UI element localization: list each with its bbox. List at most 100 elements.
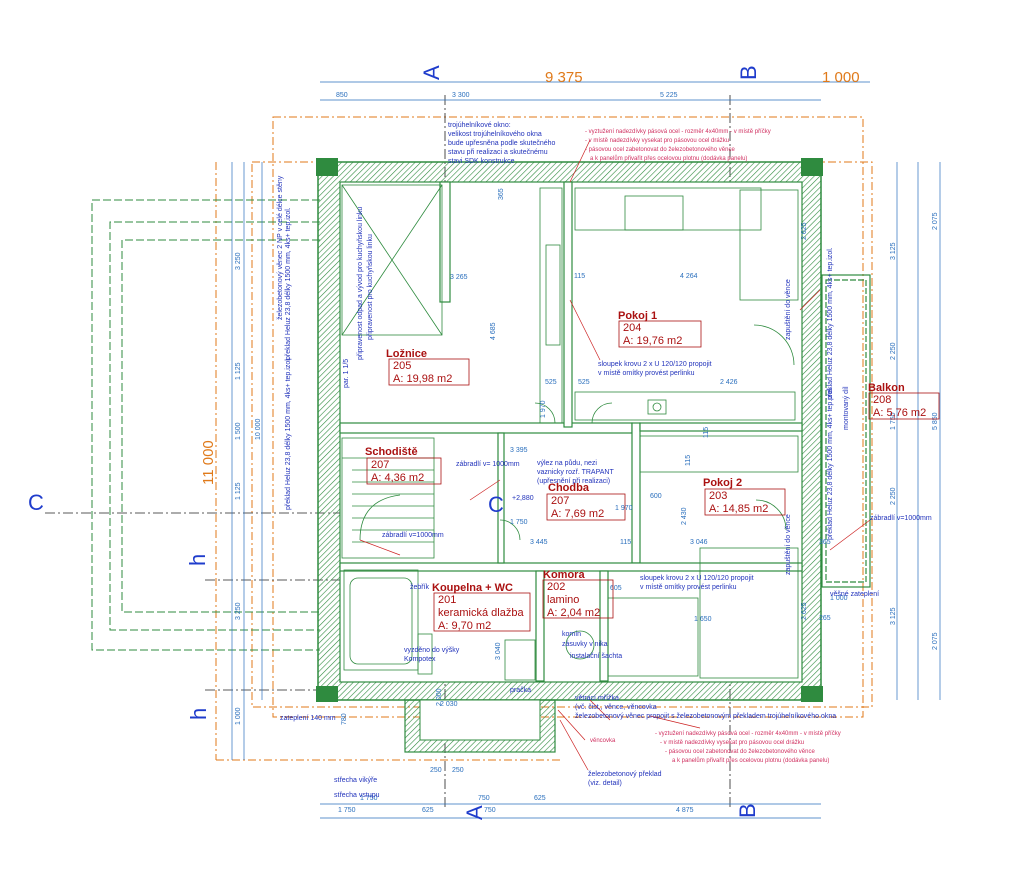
vent-note: větrací mřížka <box>575 695 619 702</box>
lintel-top-0: - vyztužení nadezdívky pásová ocel - roz… <box>585 129 771 135</box>
ring-beam-note: věncovka <box>590 738 616 744</box>
dim-left-2: 1 500 <box>235 422 242 440</box>
lintel-note: železobetonový překlad <box>588 771 662 778</box>
room-code: 204 <box>623 322 641 334</box>
drain-note: vyzděno do výšky <box>404 647 460 654</box>
stairs-rail-note: zábradlí v=1000mm <box>382 532 444 539</box>
chimney-note: komín <box>562 631 581 638</box>
room-name: Pokoj 2 <box>703 477 742 489</box>
pillar2-note-0: sloupek krovu 2 x U 120/120 propojit <box>640 575 754 582</box>
frame-left-1: překlad Heluz 23,8 délky 1500 mm, 4ks+ t… <box>285 207 292 360</box>
room-name: Balkon <box>868 382 905 394</box>
attic-note-0: výlez na půdu, nezi <box>537 459 597 467</box>
dimension-lines <box>231 81 941 819</box>
dim-misc-25: 250 <box>430 767 442 774</box>
section-c-mid: C <box>488 492 504 517</box>
pillar1-note-0: sloupek krovu 2 x U 120/120 propojit <box>598 361 712 368</box>
dim-misc-12: 2 426 <box>720 379 738 386</box>
frame-right-1: překlad Heluz 23,8 délky 1500 mm, 4ks+ t… <box>827 247 834 400</box>
section-h-lower: h <box>186 708 211 720</box>
section-h-upper: h <box>185 554 210 566</box>
dim-bottom-detail-2: 625 <box>534 795 546 802</box>
dim-misc-4: 3 265 <box>450 274 468 281</box>
room-name: Ložnice <box>386 348 427 360</box>
room-code: 202 <box>547 581 565 593</box>
window-note-4: stavi SDK konstrukce <box>448 158 515 165</box>
step-note: věšné zateplení <box>830 591 879 598</box>
dim-right-2: 1 750 <box>890 412 897 430</box>
room-name: Koupelna + WC <box>432 582 513 594</box>
pillar2-note-1: v místě omítky provést perlinku <box>640 584 737 591</box>
room-chodba: Chodba 207 A: 7,69 m2 <box>546 482 626 521</box>
dim-misc-15: 600 <box>650 493 662 500</box>
roof-house-note: střecha vikýře <box>334 777 377 784</box>
pillar1-note-1: v místě omítky provést perlinku <box>598 370 695 377</box>
room-name: Pokoj 1 <box>618 310 657 322</box>
dim-misc-14: 525 <box>578 379 590 386</box>
dim-top-1: 3 300 <box>452 92 470 99</box>
pillar3-note: zapuštění do věnce <box>785 279 792 340</box>
dim-left-4: 3 250 <box>235 602 242 620</box>
railing-note-2: zábradlí v=1000mm <box>870 515 932 522</box>
room-code: 207 <box>551 495 569 507</box>
dim-misc-0: 2 625 <box>801 222 808 240</box>
room-name: Komora <box>543 569 585 581</box>
ladder-note: žebřík <box>410 584 430 591</box>
elevation-note: +2,880 <box>512 495 534 502</box>
attic-note-1: vaznicky rozř. TRAPANT <box>537 469 614 476</box>
railing-note: zábradlí v= 1000mm <box>456 461 520 468</box>
section-a-bottom: A <box>462 805 487 820</box>
lintel-bottom-2: - pásovou ocel zabetonovat do železobeto… <box>665 749 815 755</box>
room-area: A: 14,85 m2 <box>709 503 768 515</box>
dim-left-1: 1 125 <box>235 362 242 380</box>
lintel-top-2: - pásovou ocel zabetonovat do železobeto… <box>585 147 735 153</box>
dim-misc-26: 250 <box>452 767 464 774</box>
dormer-outline <box>91 199 320 651</box>
vent-note-2: (vč. čist., věnce, věncovka <box>575 704 657 711</box>
section-c-left: C <box>28 490 44 515</box>
dim-balcony-width: 1 000 <box>822 69 860 86</box>
dim-misc-28: 2 000 <box>436 688 443 706</box>
pillar3-note-b: zapuštění do věnce <box>785 514 792 575</box>
room-pokoj-2: Pokoj 2 203 A: 14,85 m2 <box>703 477 786 516</box>
dim-misc-30: 1 650 <box>694 616 712 623</box>
room-code: 203 <box>709 490 727 502</box>
dim-left-3: 1 125 <box>235 482 242 500</box>
dim-misc-2: 4 685 <box>490 322 497 340</box>
dim-far-right-2: 2 075 <box>932 632 939 650</box>
section-a-top: A <box>419 65 444 80</box>
inner-dimensions: 2 625 2 625 4 685 4 264 3 265 3 395 3 44… <box>341 188 848 774</box>
lintel-detail-note: (viz. detail) <box>588 780 622 787</box>
room-schodiste: Schodiště 207 A: 4,36 m2 <box>365 446 442 485</box>
room-koupelna: Koupelna + WC 201 keramická dlažba A: 9,… <box>432 582 531 632</box>
dim-far-right-1: 5 850 <box>932 412 939 430</box>
dim-misc-17: 115 <box>620 539 631 546</box>
window-note-2: bude upřesněna podle skutečného <box>448 140 556 147</box>
room-code: 207 <box>371 459 389 471</box>
furniture <box>341 184 799 681</box>
balcony <box>821 274 871 588</box>
dim-misc-23: 780 <box>341 713 348 725</box>
main-dimensions: 9 375 1 000 11 000 850 3 300 5 225 1 750… <box>200 69 939 814</box>
room-area: A: 7,69 m2 <box>551 508 604 520</box>
room-loznice: Ložnice 205 A: 19,98 m2 <box>386 348 470 386</box>
room-pokoj-1: Pokoj 1 204 A: 19,76 m2 <box>618 310 702 348</box>
interior-walls <box>339 181 803 682</box>
staircase <box>341 437 435 559</box>
dim-left-0: 3 250 <box>235 252 242 270</box>
dim-bottom-detail-0: 625 <box>422 807 434 814</box>
room-area: A: 2,04 m2 <box>547 607 600 619</box>
section-b-bottom: B <box>735 803 760 818</box>
dim-misc-27: 2 030 <box>440 701 458 708</box>
par-note: par. 1 1/5 <box>343 359 350 388</box>
window-note-1: velikost trojúhelníkového okna <box>448 131 542 138</box>
dim-right-1: 2 250 <box>890 342 897 360</box>
section-b-top: B <box>736 65 761 80</box>
dim-misc-9: 1 750 <box>510 519 528 526</box>
dim-far-right-0: 2 075 <box>932 212 939 230</box>
room-name: Schodiště <box>365 446 418 458</box>
frame-right-2: překlad Heluz 23,8 délky 1500 mm, 4ks+ t… <box>827 387 834 540</box>
room-area: A: 4,36 m2 <box>371 472 424 484</box>
dim-misc-13: 525 <box>545 379 557 386</box>
